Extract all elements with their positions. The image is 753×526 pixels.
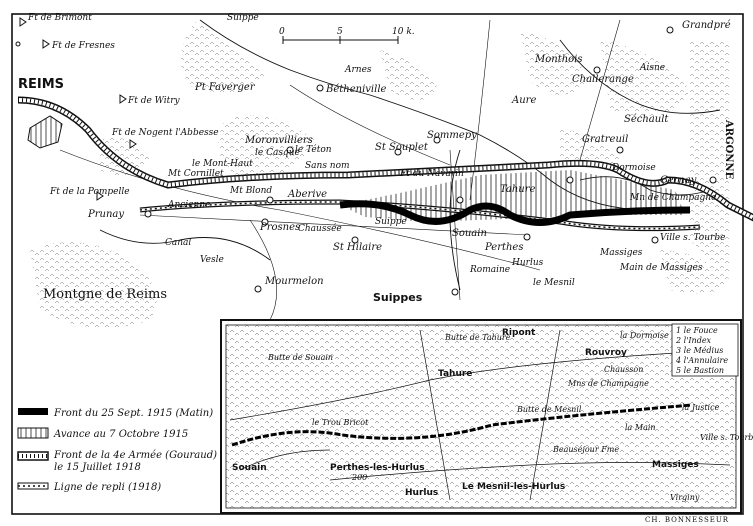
inset-tahure: Tahure	[438, 369, 472, 379]
inset-butte-mesnil: Butte de Mesnil	[516, 405, 582, 414]
place-reims: REIMS	[18, 77, 64, 92]
place-suippes: Suippes	[373, 291, 423, 304]
inset-list-1: 1 le Fouce	[676, 326, 718, 335]
town-markers	[144, 26, 717, 296]
inset-hurlus: Hurlus	[405, 488, 438, 498]
place-ft-witry: Ft de Witry	[127, 96, 181, 106]
place-le-casque: le Casque	[255, 148, 300, 158]
place-souain: Souain	[452, 228, 487, 239]
place-tahure: Tahure	[500, 184, 536, 195]
place-mt-cornillet: Mt Cornillet	[167, 169, 224, 179]
fort-markers	[15, 17, 137, 201]
place-pt-faverger: Pt Faverger	[194, 82, 256, 93]
legend-label-front-1915: Front du 25 Sept. 1915 (Matin)	[53, 408, 213, 419]
legend: Front du 25 Sept. 1915 (Matin) Avance au…	[14, 398, 217, 498]
place-prunay: Prunay	[87, 209, 124, 220]
front-1915-line	[339, 200, 691, 226]
place-dormoise: Dormoise	[611, 163, 656, 173]
inset-dormoise: la Dormoise	[620, 331, 669, 340]
legend-label-front-1918: Front de la 4e Armée (Gouraud)	[53, 450, 217, 461]
place-vesle: Vesle	[200, 255, 224, 265]
inset-butte-tahure: Butte de Tahure	[444, 333, 511, 342]
place-ft-brimont: Ft de Brimont	[27, 13, 92, 23]
place-moronvilliers: Moronvilliers	[244, 135, 313, 146]
hill-shading	[30, 22, 730, 328]
signature: CH. BONNESSEUR	[645, 516, 729, 524]
place-le-mesnil: le Mesnil	[533, 278, 575, 288]
place-ft-fresnes: Ft de Fresnes	[51, 41, 115, 51]
place-massiges: Massiges	[599, 248, 643, 258]
place-mn-champagne: Mn de Champagne	[629, 193, 716, 203]
place-challerange: Challerange	[572, 74, 634, 85]
inset-list-3: 3 le Médius	[676, 346, 723, 355]
place-navarin: Ft du Navarin	[399, 169, 464, 179]
inset-list-2: 2 l'Index	[675, 336, 712, 345]
inset-beausejour: Beauséjour Fme	[552, 445, 619, 454]
place-hurlus: Hurlus	[511, 258, 544, 268]
place-cernay: Cernay	[660, 175, 697, 186]
place-suippe-r: Suippe	[375, 217, 407, 227]
legend-swatch-front-1915	[18, 408, 48, 415]
place-prosnes: Prosnes	[259, 222, 300, 233]
inset-list-4: 4 l'Annulaire	[675, 356, 728, 365]
place-le-teton: le Téton	[295, 144, 332, 155]
legend-label-repli: Ligne de repli (1918)	[53, 482, 161, 493]
inset-list-5: 5 le Bastion	[676, 366, 724, 375]
place-monthois: Monthois	[534, 54, 583, 65]
reims-city	[27, 115, 63, 149]
place-romaine: Romaine	[469, 265, 510, 275]
place-gratreuil: Gratreuil	[582, 134, 628, 145]
place-perthes: Perthes	[484, 242, 524, 253]
inset-cote200: 200	[351, 473, 367, 482]
place-arnes: Arnes	[344, 65, 372, 75]
place-grandpre: Grandpré	[682, 20, 731, 31]
scale-bar: 0 5 10 k.	[279, 27, 415, 44]
legend-label-advance: Avance au 7 Octobre 1915	[53, 429, 188, 440]
place-chaussee: Chaussée	[298, 223, 342, 234]
scale-tick-10: 10 k.	[392, 27, 415, 37]
place-betheniville: Bétheniville	[325, 84, 387, 95]
place-aberive: Aberive	[287, 189, 327, 200]
place-ft-pompelle: Ft de la Pompelle	[49, 187, 130, 197]
inset-perthes: Perthes-les-Hurlus	[330, 463, 425, 473]
scale-tick-0: 0	[279, 27, 285, 37]
place-aure: Aure	[511, 95, 536, 106]
inset-ville-tourbe: Ville s. Tourbe	[700, 433, 753, 442]
inset-le-mesnil: Le Mesnil-les-Hurlus	[462, 482, 565, 492]
place-mourmelon: Mourmelon	[264, 276, 324, 287]
place-suippe-river: Suippe	[227, 13, 259, 23]
legend-label-front-1918-date: le 15 Juillet 1918	[54, 462, 141, 473]
place-ancienne: Ancienne	[167, 200, 210, 210]
inset-butte-souain: Butte de Souain	[267, 353, 333, 362]
place-labels: Ft de Brimont Ft de Fresnes REIMS Ft de …	[18, 13, 734, 304]
place-canal: Canal	[165, 238, 191, 248]
inset-map: 1 le Fouce 2 l'Index 3 le Médius 4 l'Ann…	[220, 319, 753, 514]
inset-la-justice: la Justice	[682, 403, 720, 412]
scale-tick-5: 5	[337, 27, 343, 37]
inset-chausson: Chausson	[604, 365, 643, 374]
place-aisne: Aisne	[639, 63, 665, 73]
place-le-mont-haut: le Mont-Haut	[192, 159, 253, 169]
inset-trou-bricot: le Trou Bricot	[312, 418, 369, 427]
place-st-hilaire: St Hilaire	[333, 242, 382, 253]
place-ville-tourbe: Ville s. Tourbe	[660, 233, 725, 243]
place-ft-nogent: Ft de Nogent l'Abbesse	[111, 128, 219, 138]
inset-rouvroy: Rouvroy	[585, 348, 627, 358]
inset-souain: Souain	[232, 463, 267, 473]
inset-la-main: la Main	[625, 423, 656, 432]
place-st-souplet: St Souplet	[375, 142, 429, 153]
place-sechault: Séchault	[624, 114, 669, 125]
place-sans-nom: Sans nom	[305, 161, 350, 171]
place-argonne: ARGONNE	[723, 119, 734, 180]
legend-swatch-advance	[17, 427, 49, 439]
place-mont-reims: Montgne de Reims	[43, 287, 167, 302]
inset-massiges: Massiges	[652, 460, 699, 470]
inset-ripont: Ripont	[502, 328, 536, 338]
inset-virginy: Virginy	[670, 493, 700, 502]
place-mt-blond: Mt Blond	[229, 186, 272, 196]
place-sommepy: Sommepy	[427, 130, 477, 141]
place-main-massiges: Main de Massiges	[619, 263, 703, 273]
inset-mn-champagne: Mns de Champagne	[567, 379, 649, 388]
